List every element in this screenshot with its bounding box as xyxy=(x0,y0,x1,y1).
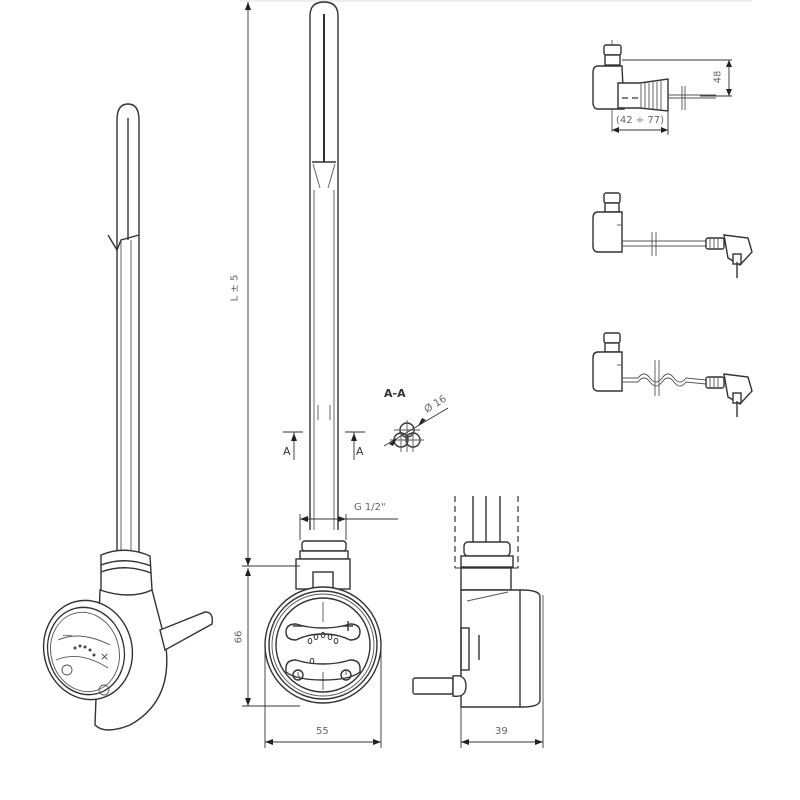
isometric-view: — × xyxy=(42,103,214,731)
front-view xyxy=(264,1,382,704)
section-a-a xyxy=(383,407,449,452)
cable-straight-plug xyxy=(592,192,753,278)
section-title: A-A xyxy=(384,387,406,400)
section-marker-right: A xyxy=(356,445,364,458)
install-range-label: (42 ÷ 77) xyxy=(616,115,664,126)
length-dimension-label: L ± 5 xyxy=(229,274,241,302)
head-depth-label: 39 xyxy=(495,726,508,737)
thread-label: G 1/2" xyxy=(354,502,386,513)
head-width-label: 55 xyxy=(316,726,329,737)
installation-detail xyxy=(592,40,732,135)
cable-coiled-plug xyxy=(592,332,753,417)
svg-text:×: × xyxy=(100,650,109,663)
section-marker-left: A xyxy=(283,445,291,458)
install-height-label: 48 xyxy=(712,70,724,84)
dimension-lines xyxy=(242,2,544,748)
side-view xyxy=(412,496,544,708)
svg-text:—: — xyxy=(62,630,72,641)
head-height-label: 66 xyxy=(233,630,245,644)
